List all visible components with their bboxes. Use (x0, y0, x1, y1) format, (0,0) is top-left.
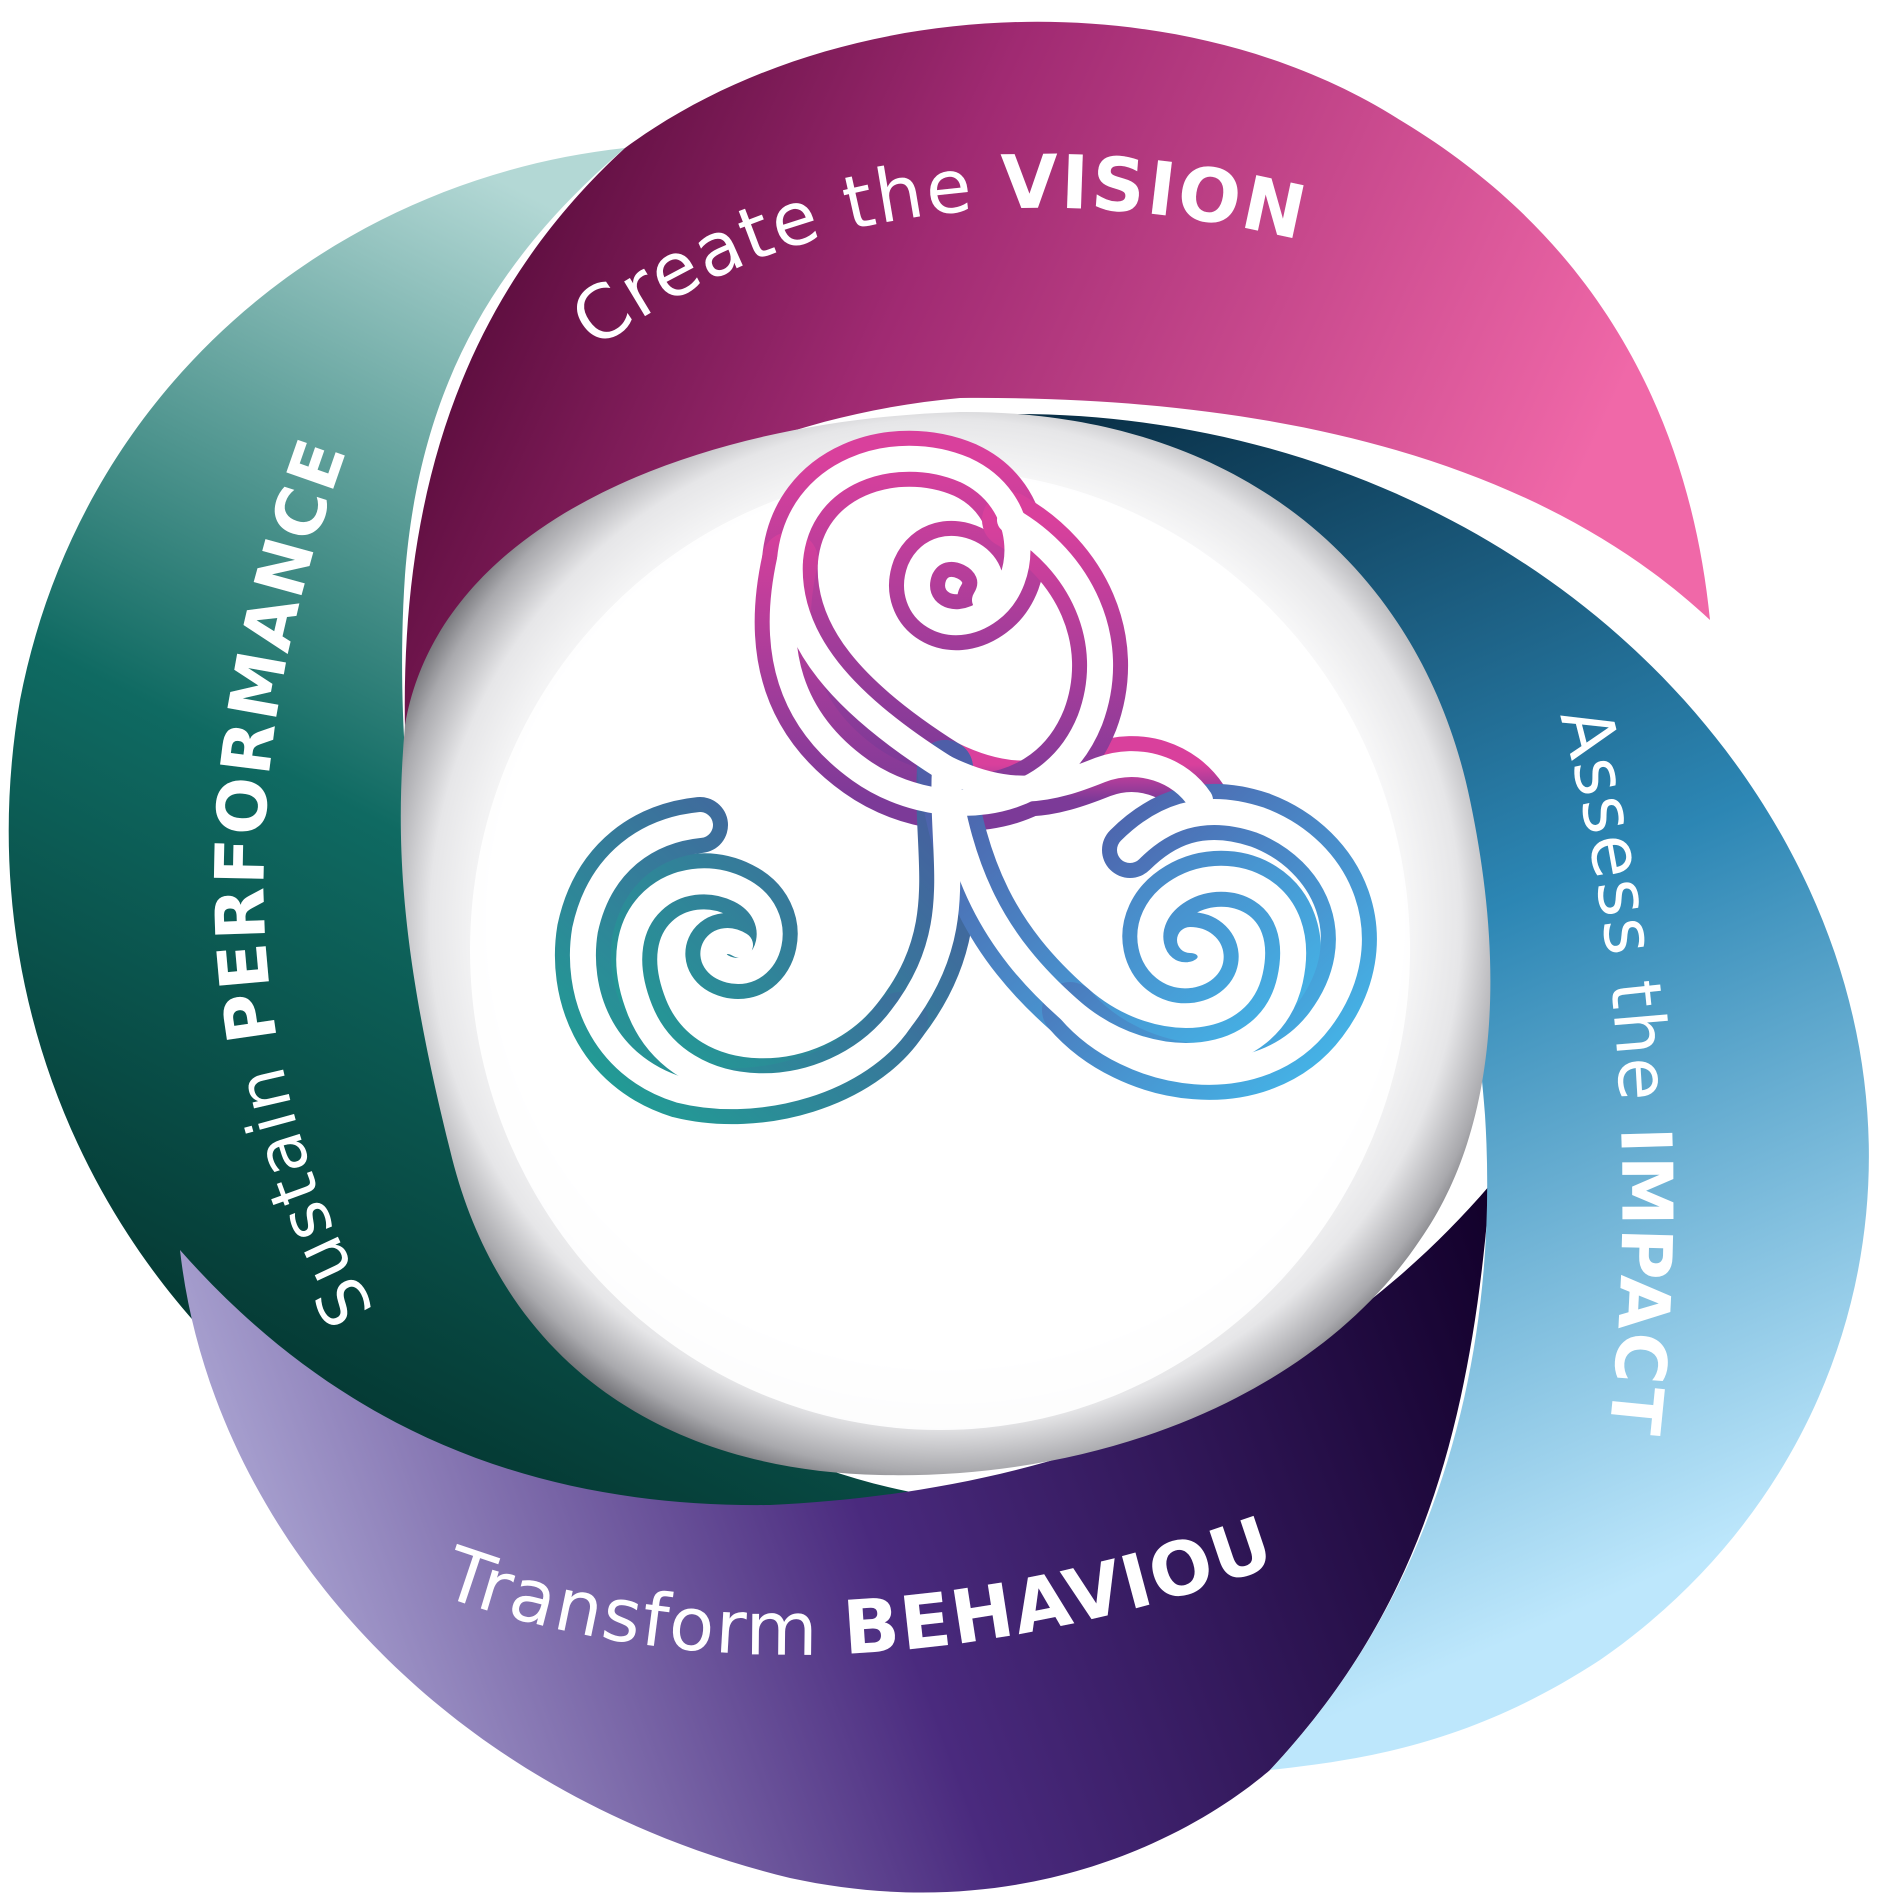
band-behaviour (180, 1185, 1490, 1893)
label-impact-keyword: IMPACT (1592, 1126, 1687, 1440)
band-impact (930, 414, 1869, 1770)
band-vision (404, 21, 1710, 731)
ring-bands (8, 21, 1869, 1893)
triskele-spiral-icon (554, 430, 1377, 1125)
band-performance (8, 148, 960, 1542)
